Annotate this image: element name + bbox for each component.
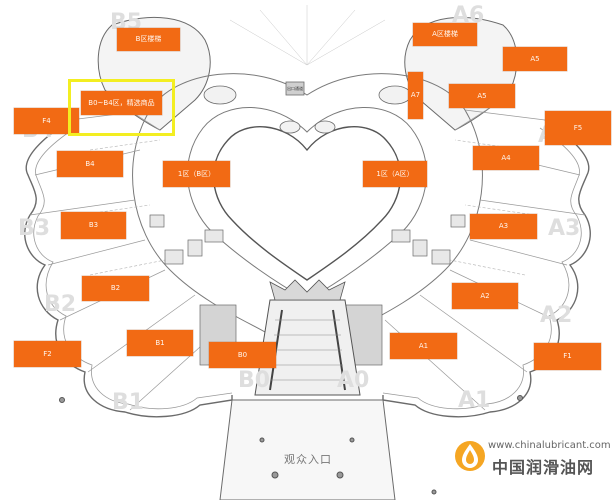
center-sign: 出口通道 — [287, 85, 303, 91]
letter-b2: B2 — [44, 292, 77, 317]
lubricant-logo-icon — [455, 441, 485, 471]
top-hub — [203, 81, 412, 134]
zone-a-stairs[interactable]: A区楼梯 — [413, 23, 477, 46]
zone-f2[interactable]: F2 — [14, 341, 81, 367]
zone-b0[interactable]: B0 — [209, 342, 276, 368]
entrance-label: 观众入口 — [284, 453, 332, 466]
watermark-brand: 中国润滑油网 — [492, 458, 595, 477]
outer-wall-2 — [33, 127, 582, 410]
outer-wall — [24, 119, 591, 418]
watermark-url: www.chinalubricant.com — [488, 440, 611, 451]
zone-a5[interactable]: A5 — [449, 84, 515, 108]
zone-b4[interactable]: B4 — [57, 151, 123, 177]
zone-b1[interactable]: B1 — [127, 330, 193, 356]
entrance-plaza — [219, 399, 396, 500]
zone-a2[interactable]: A2 — [452, 283, 518, 309]
letter-b3: B3 — [18, 216, 51, 241]
zone-b-inner[interactable]: 1区（B区） — [163, 161, 230, 187]
zone-f1[interactable]: F1 — [534, 343, 601, 370]
letter-a0: A0 — [337, 368, 370, 393]
zone-a4[interactable]: A4 — [473, 146, 539, 170]
zone-b3[interactable]: B3 — [61, 212, 126, 239]
zone-a7[interactable]: A7 — [408, 72, 423, 119]
lamp-posts — [59, 395, 523, 495]
zone-a1[interactable]: A1 — [390, 333, 457, 359]
letter-b1: B1 — [112, 390, 145, 415]
letter-a3: A3 — [548, 216, 581, 241]
corridor-stripes — [271, 319, 344, 381]
zone-b2[interactable]: B2 — [82, 276, 149, 301]
letter-a6: A6 — [452, 3, 485, 28]
letter-a2: A2 — [540, 303, 573, 328]
letter-a1: A1 — [458, 388, 491, 413]
top-radials — [229, 5, 386, 66]
zone-a-inner[interactable]: 1区（A区） — [363, 161, 427, 187]
inner-courtyard — [213, 126, 401, 281]
zone-b0-b4[interactable]: B0~B4区，精选商品 — [81, 91, 162, 115]
zone-a5-upper[interactable]: A5 — [503, 47, 567, 71]
highlight-frame — [68, 79, 175, 136]
letter-b0: B0 — [238, 368, 271, 393]
zone-a3[interactable]: A3 — [470, 214, 537, 239]
zone-f5[interactable]: F5 — [545, 111, 611, 145]
center-crown — [269, 279, 346, 301]
zone-b3-stairs[interactable]: B区楼梯 — [117, 28, 180, 51]
